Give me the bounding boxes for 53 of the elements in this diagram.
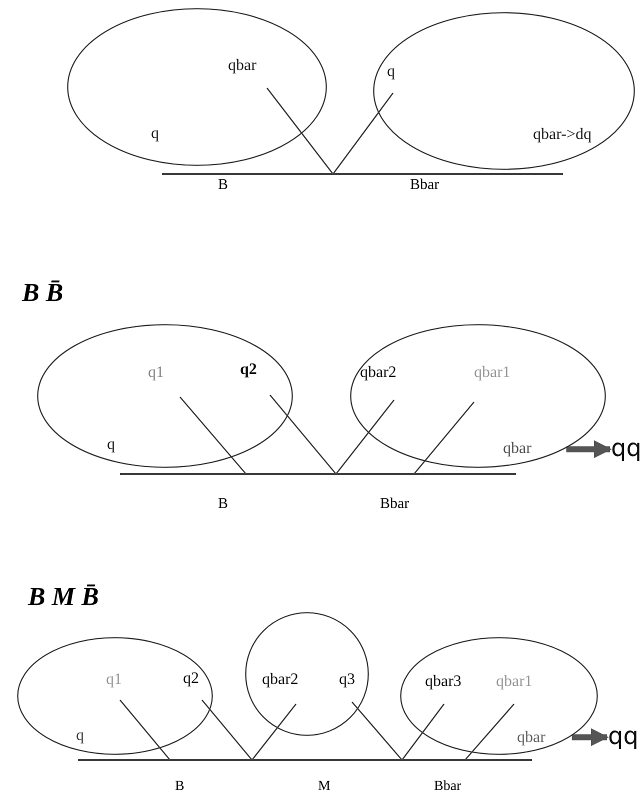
- quark-line: [180, 396, 246, 474]
- quark-line: [352, 702, 402, 760]
- quark-label: q1: [148, 365, 164, 381]
- hadron-label: B: [218, 178, 228, 193]
- quark-line: [401, 704, 445, 760]
- hadron-ellipse: [350, 324, 606, 468]
- quark-label: q2: [183, 671, 199, 687]
- arrow: [572, 728, 609, 746]
- quark-line: [414, 402, 474, 474]
- panel-heading: B M B̄: [28, 584, 99, 610]
- string-line: [162, 173, 563, 174]
- hadron-ellipse: [37, 324, 293, 468]
- hadron-label: Bbar: [410, 178, 440, 193]
- quark-line: [270, 394, 336, 474]
- quark-label: qbar2: [360, 365, 396, 381]
- quark-label: qbar3: [425, 674, 462, 690]
- panel-heading: B B̄: [22, 280, 64, 306]
- quark-label: q1: [106, 672, 122, 688]
- diquark-label: qq: [608, 724, 638, 748]
- quark-label: qbar: [228, 58, 256, 74]
- quark-label: qbar: [503, 441, 532, 457]
- quark-label: q3: [339, 672, 355, 688]
- diquark-label: qq: [611, 436, 642, 460]
- quark-label: qbar2: [262, 672, 298, 688]
- quark-line: [202, 700, 252, 760]
- quark-line: [332, 92, 394, 174]
- quark-label: q2: [240, 362, 257, 378]
- quark-label: qbar->dq: [533, 127, 592, 143]
- hadron-ellipse: [67, 8, 327, 166]
- hadron-label: B: [218, 497, 228, 512]
- hadron-label: Bbar: [380, 497, 410, 512]
- string-line: [120, 473, 516, 474]
- quark-line: [335, 400, 395, 474]
- hadron-ellipse: [373, 12, 635, 170]
- quark-label: q: [151, 126, 159, 142]
- quark-label: q: [387, 64, 395, 80]
- hadron-ellipse: [17, 637, 213, 755]
- quark-line: [464, 704, 514, 760]
- hadron-ellipse: [400, 637, 598, 755]
- string-line: [78, 759, 532, 760]
- quark-label: q: [76, 728, 84, 744]
- hadron-label: B: [175, 780, 184, 794]
- quark-label: qbar1: [474, 365, 510, 381]
- quark-line: [251, 704, 297, 760]
- hadron-label: Bbar: [434, 780, 462, 794]
- quark-label: qbar: [517, 730, 546, 746]
- arrow: [566, 440, 612, 458]
- quark-line: [120, 700, 170, 760]
- quark-label: q: [107, 437, 115, 453]
- meson-circle: [245, 612, 369, 736]
- quark-label: qbar1: [496, 674, 532, 690]
- quark-line: [266, 88, 334, 174]
- hadron-label: M: [318, 780, 330, 794]
